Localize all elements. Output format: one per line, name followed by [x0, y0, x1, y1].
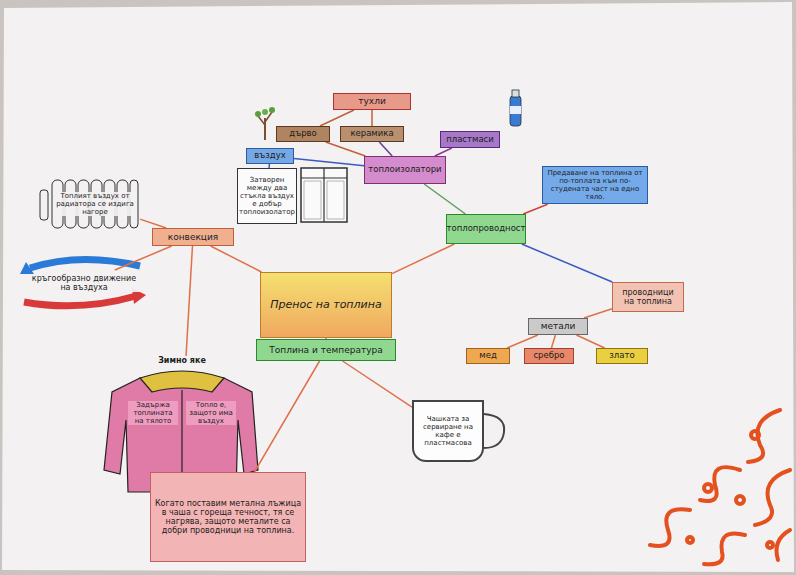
connector: [140, 219, 166, 228]
connector-line: [435, 148, 452, 156]
connector-line: [371, 110, 373, 126]
connector: [343, 361, 412, 407]
node-label: Топлина и температура: [269, 345, 382, 355]
metal-box: злато: [596, 348, 648, 364]
connector: [507, 335, 538, 348]
connector-line: [326, 142, 366, 156]
node-label: мед: [479, 351, 497, 361]
node-label: метали: [541, 321, 576, 331]
tree-icon: [255, 107, 275, 140]
connector: [523, 204, 547, 214]
topic-box: конвекция: [152, 228, 234, 246]
connector-line: [115, 246, 172, 270]
node-label: Чашката за сервиране на кафе е пластмасо…: [417, 415, 479, 447]
node-label: Затворен между два стъкла въздух е добър…: [239, 176, 295, 216]
material-box: керамика: [340, 126, 404, 142]
connector-line: [424, 184, 465, 214]
metal-box: мед: [466, 348, 510, 364]
bottle-icon: [510, 90, 521, 126]
connector-line: [584, 309, 612, 318]
topic-box: топлопроводност: [446, 214, 526, 244]
connector: [522, 244, 613, 282]
jacket-text-row: Задържа топлината на тялото Топло е, защо…: [102, 401, 262, 425]
connector-line: [576, 335, 604, 348]
node-label: Зимно яке: [155, 356, 209, 365]
material-box: въздух: [246, 148, 294, 164]
corner-ornament: [650, 410, 790, 564]
cup-note: Чашката за сервиране на кафе е пластмасо…: [412, 400, 484, 462]
node-label: дърво: [289, 129, 317, 139]
node-label: злато: [609, 351, 634, 361]
connector-line: [392, 244, 454, 274]
circulation-arrows: [20, 259, 146, 305]
node-body: Топло е, защото има въздух: [186, 401, 236, 425]
node-label: кръгообразно движение на въздуха: [27, 274, 141, 292]
connector-line: [551, 335, 555, 348]
node-label: проводници на топлина: [616, 288, 680, 306]
connector: [320, 110, 354, 126]
connector: [584, 309, 612, 318]
connector-line: [140, 219, 166, 228]
connector: [576, 335, 604, 348]
connector: [424, 184, 465, 214]
connector-line: [379, 142, 392, 156]
connector: [211, 246, 262, 272]
material-box: пластмаси: [440, 131, 500, 148]
connector-line: [211, 246, 262, 272]
node-label: Топлият въздух от радиатора се издига на…: [53, 192, 137, 216]
connector-line: [522, 244, 613, 282]
node-label: сребро: [533, 351, 564, 361]
connector-line: [294, 158, 364, 165]
connector: [294, 158, 364, 165]
node-label: топлопроводност: [447, 224, 526, 234]
topic-box: Топлина и температура: [256, 339, 396, 361]
connector: [186, 246, 192, 356]
window-drawing: [301, 168, 347, 222]
node-label: топлоизолатори: [368, 165, 441, 175]
node-label: конвекция: [168, 232, 219, 242]
material-box: тухли: [333, 93, 411, 110]
metal-box: сребро: [524, 348, 574, 364]
radiator-note: Топлият въздух от радиатора се издига на…: [50, 182, 140, 226]
connector: [372, 110, 373, 126]
example-box: Когато поставим метална лъжица в чаша с …: [150, 472, 306, 562]
topic-box: топлоизолатори: [364, 156, 446, 184]
connector: [551, 335, 555, 348]
group-box: метали: [528, 318, 588, 335]
node-label: въздух: [254, 151, 285, 161]
node-label: Пренос на топлина: [270, 299, 381, 312]
arrow-note: кръгообразно движение на въздуха: [24, 270, 144, 296]
connector-line: [523, 204, 547, 214]
connector: [115, 246, 172, 270]
connector-line: [254, 361, 319, 472]
connector: [435, 148, 452, 156]
connector-line: [507, 335, 538, 348]
radiator-drawing: [40, 180, 138, 228]
material-box: дърво: [276, 126, 330, 142]
connector: [392, 244, 454, 274]
central-box: Пренос на топлина: [260, 272, 392, 338]
connector: [254, 361, 319, 472]
topic-box: проводници на топлина: [612, 282, 684, 312]
connector-line: [320, 110, 354, 126]
connector-line: [186, 246, 192, 356]
node-label: пластмаси: [446, 135, 494, 145]
connector-line: [343, 361, 412, 407]
node-label: Когато поставим метална лъжица в чаша с …: [154, 499, 302, 536]
node-label: керамика: [350, 129, 393, 139]
note-box: Затворен между два стъкла въздух е добър…: [237, 168, 297, 224]
node-body: Задържа топлината на тялото: [128, 401, 178, 425]
connector: [379, 142, 392, 156]
node-label: тухли: [358, 96, 386, 106]
node-label: Предаване на топлина от по-топлата към п…: [546, 169, 644, 201]
connector: [326, 142, 366, 156]
definition-box: Предаване на топлина от по-топлата към п…: [542, 166, 648, 204]
cup-handle: [484, 414, 504, 448]
